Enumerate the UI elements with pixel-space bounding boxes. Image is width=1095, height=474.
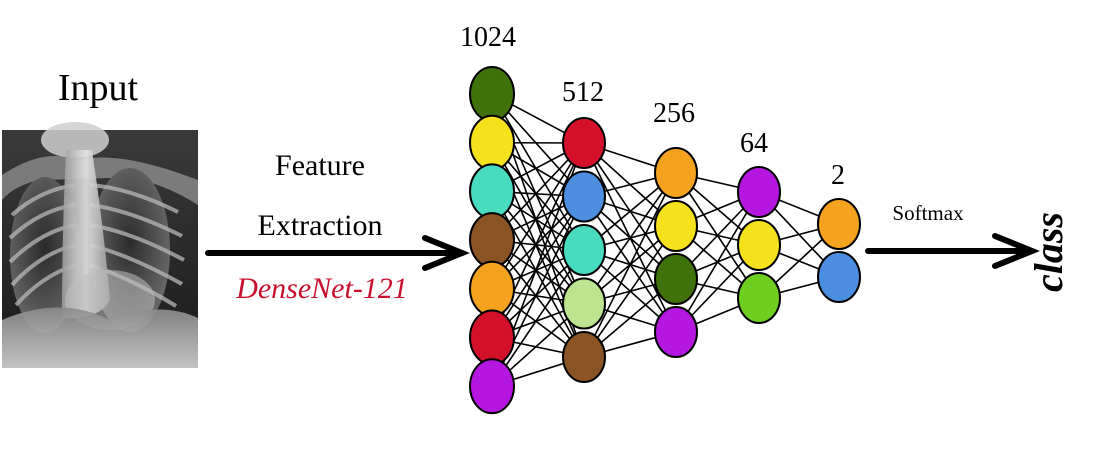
neuron-layer4-1	[737, 166, 781, 218]
connection-l2-n5-to-l3-n2	[583, 225, 677, 358]
neuron-layer2-2	[562, 170, 606, 223]
layer-size-labels: 1024 512 256 64 2	[460, 22, 845, 191]
connection-l1-n7-to-l2-n3	[491, 249, 585, 387]
connection-l1-n5-to-l2-n1	[491, 142, 585, 290]
connection-l3-n4-to-l4-n1	[675, 191, 760, 333]
layer-size-label-1: 1024	[460, 22, 516, 53]
neuron-layer2-5	[562, 331, 606, 383]
neuron-layer4-3	[737, 272, 781, 324]
neuron-layer3-1	[654, 147, 698, 199]
connection-l1-n3-to-l2-n5	[491, 191, 585, 358]
feature-label-line2: Extraction	[258, 209, 383, 242]
neuron-layer4-2	[737, 219, 781, 271]
neuron-layer5-1	[817, 198, 861, 250]
model-name-label: DenseNet-121	[235, 272, 408, 305]
connection-l2-n5-to-l3-n1	[583, 172, 677, 358]
layer-size-label-2: 512	[562, 77, 604, 108]
layer-size-label-5: 2	[831, 160, 845, 191]
connection-l1-n6-to-l2-n2	[491, 196, 585, 338]
feature-label-line1: Feature	[275, 149, 365, 182]
class-label: class	[1026, 212, 1071, 292]
neuron-layer1-4	[469, 212, 515, 269]
neuron-layer1-7	[469, 358, 515, 415]
neuron-layer1-6	[469, 309, 515, 366]
neuron-layer3-4	[654, 306, 698, 358]
layer-size-label-3: 256	[653, 98, 695, 129]
softmax-label: Softmax	[892, 201, 964, 225]
neuron-layer3-3	[654, 253, 698, 305]
layer-size-label-4: 64	[740, 128, 768, 159]
neuron-layer1-1	[469, 66, 515, 122]
output-arrow	[865, 233, 1040, 269]
neuron-layer1-2	[469, 114, 515, 171]
feature-extraction-arrow	[205, 235, 470, 271]
network-neurons	[469, 66, 861, 415]
connection-l1-n1-to-l2-n3	[491, 93, 585, 251]
neuron-layer3-2	[654, 200, 698, 252]
neuron-layer5-2	[817, 251, 861, 303]
chest-xray-image	[2, 122, 198, 368]
neuron-layer2-4	[562, 277, 606, 330]
connection-l1-n2-to-l2-n4	[491, 142, 585, 304]
neuron-layer2-1	[562, 117, 606, 169]
neuron-layer2-3	[562, 224, 606, 276]
input-title: Input	[58, 67, 139, 109]
connection-l2-n4-to-l3-n1	[583, 172, 677, 304]
neuron-layer1-3	[469, 163, 515, 220]
neuron-layer1-5	[469, 260, 515, 317]
